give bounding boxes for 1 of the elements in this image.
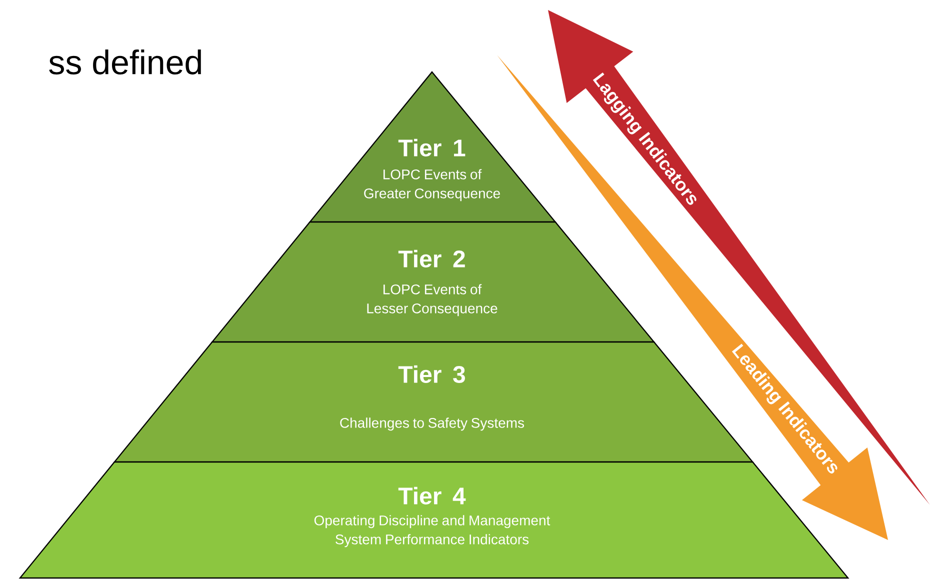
- title: ss defined: [49, 50, 201, 74]
